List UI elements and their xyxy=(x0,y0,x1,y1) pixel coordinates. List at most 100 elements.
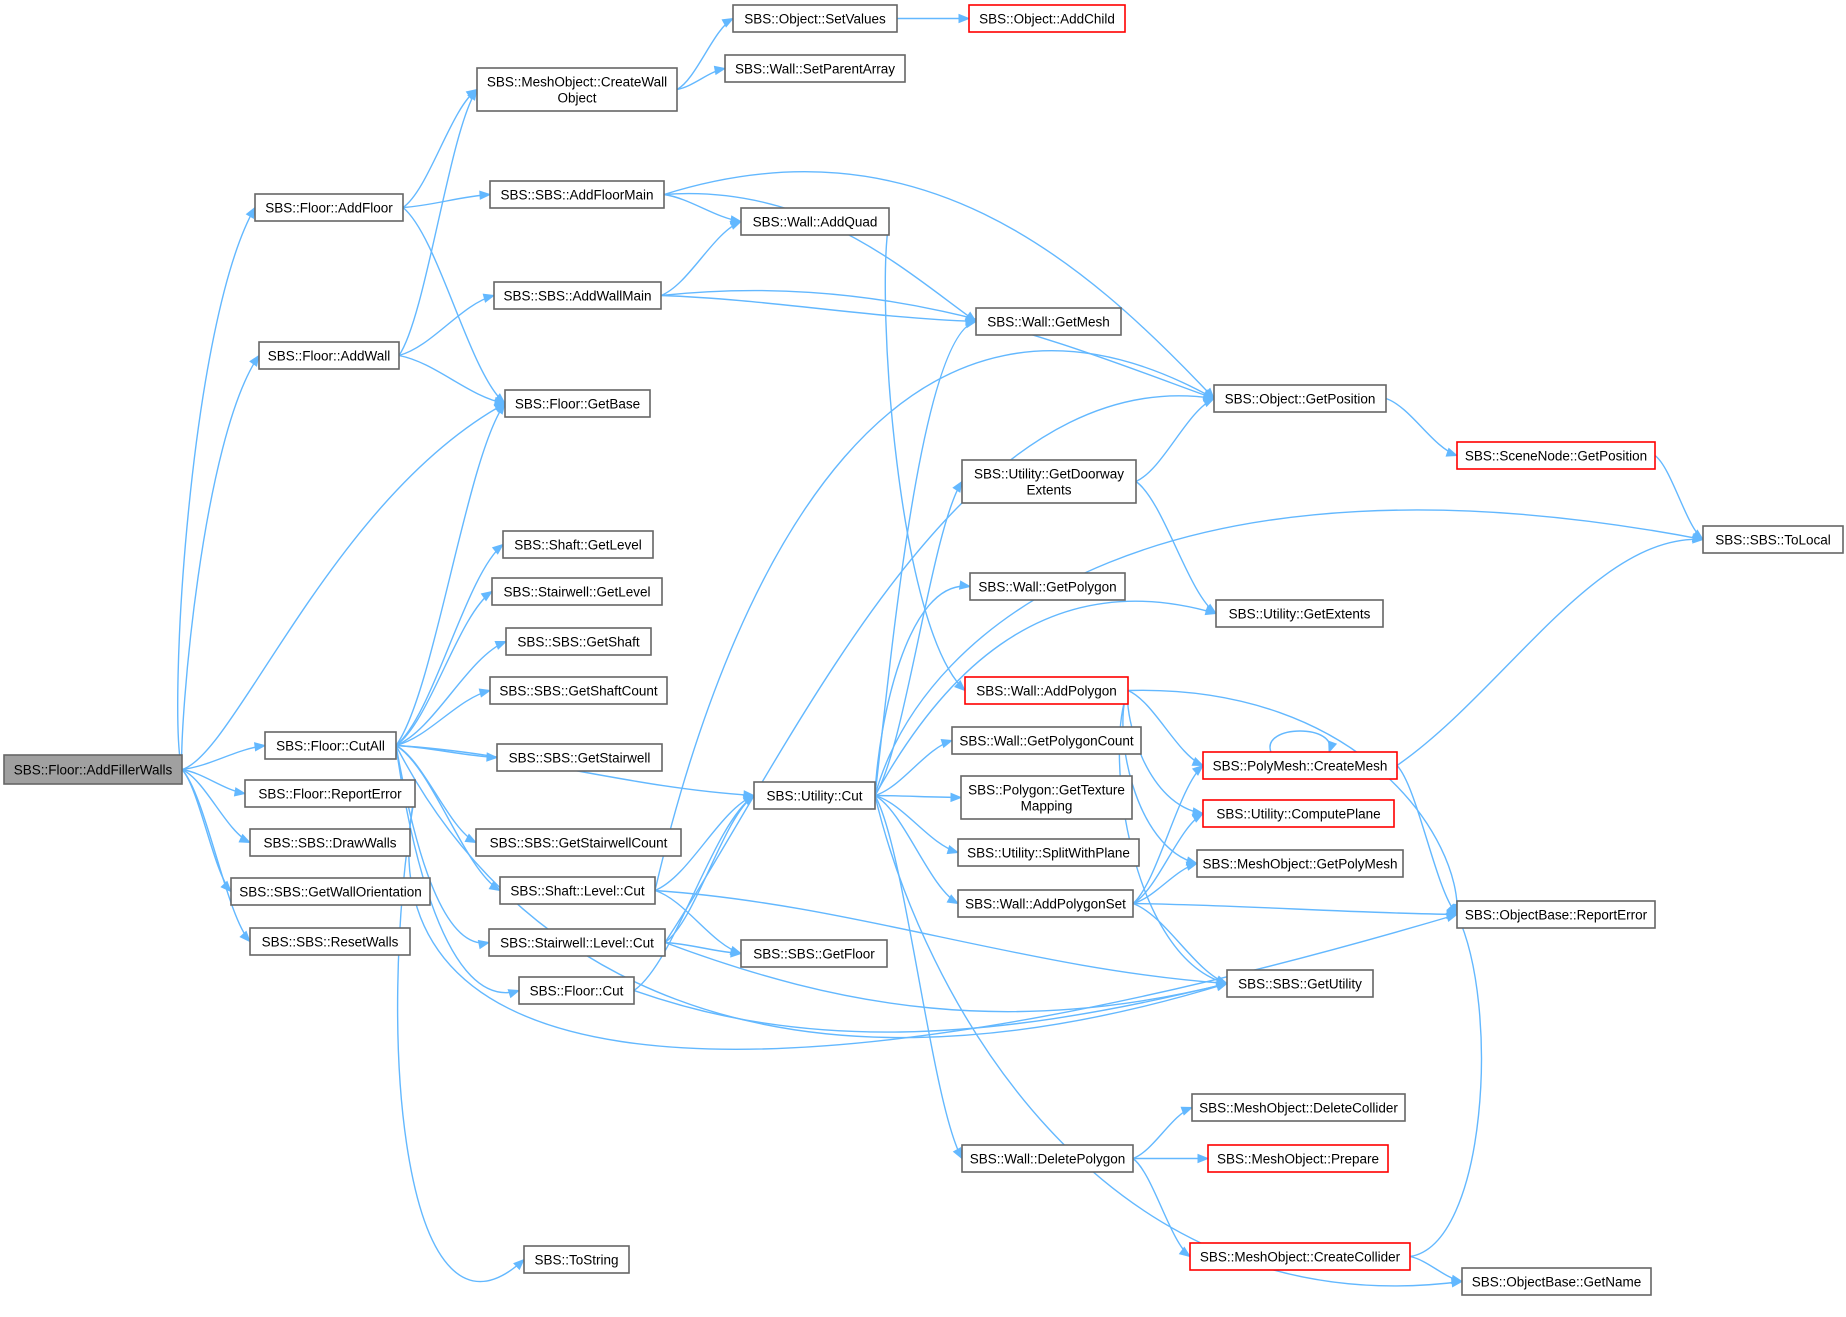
node-addpolygonset[interactable]: SBS::Wall::AddPolygonSet xyxy=(957,889,1134,918)
arrowhead-icon xyxy=(482,293,496,303)
edge-line xyxy=(874,795,1463,1287)
node-splitwithplane[interactable]: SBS::Utility::SplitWithPlane xyxy=(957,838,1140,867)
node-deletecollider[interactable]: SBS::MeshObject::DeleteCollider xyxy=(1191,1093,1406,1122)
edge-addfillerwalls-to-addwall xyxy=(181,354,260,770)
node-getutility[interactable]: SBS::SBS::GetUtility xyxy=(1226,969,1374,998)
node-label: SBS::ObjectBase::GetName xyxy=(1472,1275,1642,1290)
arrowhead-icon xyxy=(1197,1153,1210,1164)
node-label: SBS::Stairwell::Level::Cut xyxy=(500,936,654,951)
node-stairwellgetlevel[interactable]: SBS::Stairwell::GetLevel xyxy=(491,577,663,606)
edge-line xyxy=(874,481,963,796)
node-stairwelllevelcut[interactable]: SBS::Stairwell::Level::Cut xyxy=(488,928,666,957)
node-getpolymesh[interactable]: SBS::MeshObject::GetPolyMesh xyxy=(1196,849,1404,878)
edge-stairwelllevelcut-to-getfloor xyxy=(664,941,743,958)
node-createmesh[interactable]: SBS::PolyMesh::CreateMesh xyxy=(1202,751,1398,780)
arrowhead-icon xyxy=(1692,534,1705,544)
node-addwall[interactable]: SBS::Floor::AddWall xyxy=(258,341,400,370)
edge-addwall-to-addwallmain xyxy=(398,293,496,357)
node-box xyxy=(969,572,1126,601)
edge-deletepolygon-to-prepare xyxy=(1132,1153,1210,1164)
node-tolocal[interactable]: SBS::SBS::ToLocal xyxy=(1702,525,1844,554)
node-prepare[interactable]: SBS::MeshObject::Prepare xyxy=(1207,1144,1389,1173)
node-objectbasereporterror[interactable]: SBS::ObjectBase::ReportError xyxy=(1456,900,1656,929)
arrowhead-icon xyxy=(477,939,491,950)
node-label: SBS::Wall::GetMesh xyxy=(987,315,1110,330)
arrowhead-icon xyxy=(464,833,478,844)
node-box xyxy=(249,927,411,956)
node-getstairwellcount[interactable]: SBS::SBS::GetStairwellCount xyxy=(475,828,682,857)
arrowhead-icon xyxy=(494,402,506,415)
node-addwallmain[interactable]: SBS::SBS::AddWallMain xyxy=(493,281,662,310)
edge-line xyxy=(181,402,506,771)
arrowhead-icon xyxy=(721,17,735,28)
node-getstairwell[interactable]: SBS::SBS::GetStairwell xyxy=(496,743,663,772)
node-drawwalls[interactable]: SBS::SBS::DrawWalls xyxy=(249,828,411,857)
node-resetwalls[interactable]: SBS::SBS::ResetWalls xyxy=(249,927,411,956)
node-deletepolygon[interactable]: SBS::Wall::DeletePolygon xyxy=(961,1144,1134,1173)
node-label: SBS::SBS::GetShaft xyxy=(517,635,640,650)
edge-addpolygon-to-createmesh xyxy=(1127,689,1205,767)
node-label: SBS::Stairwell::GetLevel xyxy=(503,585,650,600)
node-box xyxy=(493,281,662,310)
arrowhead-icon xyxy=(1450,1274,1464,1285)
node-getpolygoncount[interactable]: SBS::Wall::GetPolygonCount xyxy=(951,726,1142,755)
node-cutall[interactable]: SBS::Floor::CutAll xyxy=(264,731,397,760)
node-label: SBS::SBS::DrawWalls xyxy=(263,836,396,851)
node-addpolygon[interactable]: SBS::Wall::AddPolygon xyxy=(964,676,1129,705)
node-getwallorientation[interactable]: SBS::SBS::GetWallOrientation xyxy=(230,877,431,906)
node-tostring[interactable]: SBS::ToString xyxy=(523,1245,630,1274)
node-label: SBS::Polygon::GetTexture xyxy=(968,783,1125,798)
node-shaftlevelcut[interactable]: SBS::Shaft::Level::Cut xyxy=(499,876,656,905)
node-getbase[interactable]: SBS::Floor::GetBase xyxy=(504,389,651,418)
node-getshaft[interactable]: SBS::SBS::GetShaft xyxy=(505,627,652,656)
node-getpolygon[interactable]: SBS::Wall::GetPolygon xyxy=(969,572,1126,601)
node-getmesh[interactable]: SBS::Wall::GetMesh xyxy=(975,307,1122,336)
node-shaftgetlevel[interactable]: SBS::Shaft::GetLevel xyxy=(502,530,654,559)
edge-line xyxy=(1132,902,1458,916)
edge-deletepolygon-to-createcollider xyxy=(1132,1157,1192,1258)
node-computeplane[interactable]: SBS::Utility::ComputePlane xyxy=(1202,799,1395,828)
node-box xyxy=(3,754,183,785)
node-floorcut[interactable]: SBS::Floor::Cut xyxy=(518,976,635,1005)
node-label: SBS::Object::AddChild xyxy=(979,12,1115,27)
node-setvalues[interactable]: SBS::Object::SetValues xyxy=(732,4,898,33)
node-scenenodegetposition[interactable]: SBS::SceneNode::GetPosition xyxy=(1456,441,1656,470)
node-box xyxy=(1226,969,1374,998)
arrowhead-icon xyxy=(245,206,256,219)
edge-addpolygonset-to-getpolymesh xyxy=(1132,861,1199,905)
node-addchild[interactable]: SBS::Object::AddChild xyxy=(968,4,1126,33)
edge-utilitycut-to-getpolygoncount xyxy=(874,739,954,797)
edge-line xyxy=(1122,690,1198,865)
node-label: SBS::Utility::Cut xyxy=(766,789,862,804)
node-setparentarray[interactable]: SBS::Wall::SetParentArray xyxy=(724,54,906,83)
node-objgetposition[interactable]: SBS::Object::GetPosition xyxy=(1213,384,1387,413)
node-box xyxy=(1202,799,1395,828)
node-utilitycut[interactable]: SBS::Utility::Cut xyxy=(753,781,876,810)
node-getfloor[interactable]: SBS::SBS::GetFloor xyxy=(740,939,888,968)
node-addfloor[interactable]: SBS::Floor::AddFloor xyxy=(254,193,404,222)
node-addquad[interactable]: SBS::Wall::AddQuad xyxy=(740,207,890,236)
node-addfloormain[interactable]: SBS::SBS::AddFloorMain xyxy=(489,180,665,209)
arrowhead-icon xyxy=(1191,757,1205,767)
edge-addfillerwalls-to-addfloor xyxy=(177,206,256,770)
edge-line xyxy=(1269,730,1331,753)
node-getshaftcount[interactable]: SBS::SBS::GetShaftCount xyxy=(489,676,668,705)
edge-utilitycut-to-gettexturemapping xyxy=(874,792,963,803)
arrowhead-icon xyxy=(1328,740,1338,754)
node-label: Extents xyxy=(1026,483,1071,498)
edge-line xyxy=(664,941,1228,1013)
node-createcollider[interactable]: SBS::MeshObject::CreateCollider xyxy=(1189,1242,1411,1271)
node-label: SBS::Wall::AddPolygon xyxy=(976,684,1117,699)
arrowhead-icon xyxy=(478,688,492,698)
node-addfillerwalls[interactable]: SBS::Floor::AddFillerWalls xyxy=(3,754,183,785)
edge-utilitycut-to-getpolygon xyxy=(874,580,972,796)
edge-createwallobject-to-setparentarray xyxy=(676,65,727,91)
node-getname[interactable]: SBS::ObjectBase::GetName xyxy=(1461,1267,1652,1296)
node-getextents[interactable]: SBS::Utility::GetExtents xyxy=(1215,599,1384,628)
node-box xyxy=(491,577,663,606)
node-reporterror[interactable]: SBS::Floor::ReportError xyxy=(244,779,416,808)
arrowhead-icon xyxy=(467,88,478,101)
